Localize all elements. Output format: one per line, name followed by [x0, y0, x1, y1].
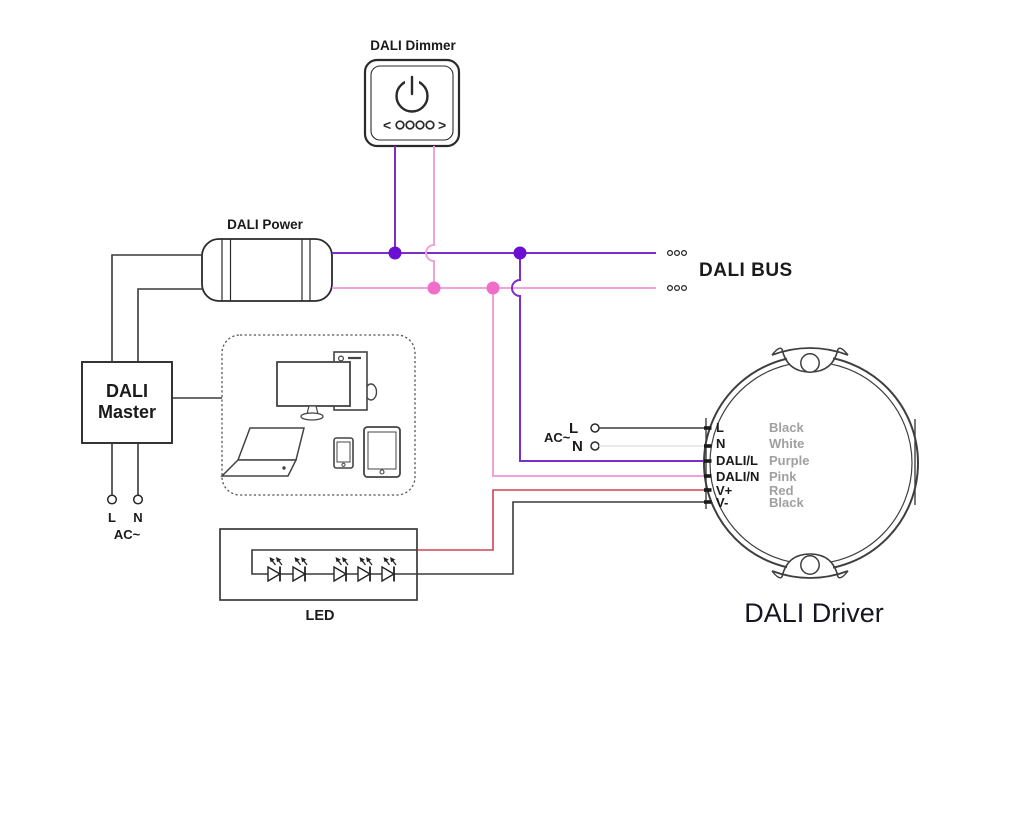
smartphone-icon — [333, 437, 354, 469]
terminal-name-vplus: V+ — [716, 483, 733, 498]
power-icon — [395, 75, 429, 113]
led-label: LED — [305, 608, 335, 624]
terminal-name-dali-n: DALI/N — [716, 469, 760, 484]
terminal-wire-color-vplus: Red — [769, 483, 794, 498]
led-diode-symbol — [267, 556, 283, 583]
dimmer-inner-frame — [370, 65, 454, 141]
monitor-icon — [276, 361, 351, 421]
master-ac-n-terminal — [132, 494, 144, 505]
terminal-wire-color-vminus: Black — [769, 495, 804, 510]
driver-top-screw-hole — [800, 353, 820, 373]
led-circuit — [219, 489, 704, 601]
dimmer-pink-drop-wire — [425, 146, 435, 288]
master-label-line2: Master — [97, 402, 157, 422]
driver-bottom-screw-hole — [800, 555, 820, 575]
driver-ac-l-terminal — [590, 423, 600, 433]
tablet-icon — [363, 426, 401, 478]
driver-ac-l-label: L — [569, 420, 579, 437]
led-diode-symbol — [292, 556, 308, 583]
bus-label: DALI BUS — [699, 260, 793, 281]
junction-dot-pink-2 — [486, 281, 500, 295]
junction-dot-pink-1 — [427, 281, 441, 295]
laptop-icon — [220, 427, 305, 477]
master-l-label: L — [108, 510, 116, 525]
terminal-wire-color-l: Black — [769, 420, 804, 435]
junction-dot-purple-2 — [513, 246, 527, 260]
driver-vplus-red-wire — [418, 489, 704, 551]
dali-power-device — [201, 238, 333, 302]
led-diode-symbol — [381, 556, 397, 583]
dali-master-device — [81, 254, 223, 505]
driver-top-mount-tab — [771, 328, 849, 376]
master-ac-l-terminal — [106, 494, 118, 505]
master-label-line1: DALI — [106, 381, 148, 401]
dimmer-label: DALI Dimmer — [370, 38, 456, 53]
master-to-power-wire-2 — [137, 288, 203, 362]
driver-purple-branch-wire — [511, 253, 704, 462]
bus-terminal-dots-top — [666, 250, 687, 257]
driver-ac-label: AC~ — [544, 430, 571, 445]
led-diode-symbol — [357, 556, 373, 583]
dimmer-outer-frame — [363, 58, 461, 148]
dial-left-arrow: < — [383, 117, 391, 133]
master-to-power-wire-1 — [111, 254, 203, 362]
bus-terminal-dots-bottom — [666, 285, 687, 292]
terminal-name-vminus: V- — [716, 495, 729, 510]
terminal-name-n: N — [716, 436, 726, 451]
junction-dot-purple-1 — [388, 246, 402, 260]
driver-vminus-black-wire — [251, 501, 704, 575]
control-devices-group — [220, 334, 416, 496]
power-label: DALI Power — [227, 217, 303, 232]
dali-dimmer-device: < > — [363, 58, 461, 148]
dimmer-dial-icon: < > — [383, 117, 446, 133]
led-diode-symbol — [333, 556, 349, 583]
driver-ac-n-terminal — [590, 441, 600, 451]
driver-ac-n-label: N — [572, 438, 583, 455]
terminal-wire-color-dali-n: Pink — [769, 469, 797, 484]
driver-terminal-ticks — [704, 426, 712, 504]
terminal-name-l: L — [716, 420, 724, 435]
terminal-name-dali-l: DALI/L — [716, 453, 758, 468]
master-label: DALI Master — [82, 381, 172, 423]
terminal-wire-color-n: White — [769, 436, 805, 451]
master-n-label: N — [133, 510, 143, 525]
master-ac-label: AC~ — [113, 527, 141, 542]
led-strip-box — [219, 528, 418, 601]
driver-pink-branch-wire — [492, 288, 704, 477]
dali-driver-device — [703, 328, 919, 598]
dial-right-arrow: > — [438, 117, 446, 133]
driver-ac-input — [590, 423, 704, 451]
driver-bottom-mount-tab — [771, 550, 849, 598]
driver-label: DALI Driver — [744, 598, 884, 628]
dali-bus-wires — [332, 146, 704, 477]
terminal-wire-color-dali-l: Purple — [769, 453, 810, 468]
